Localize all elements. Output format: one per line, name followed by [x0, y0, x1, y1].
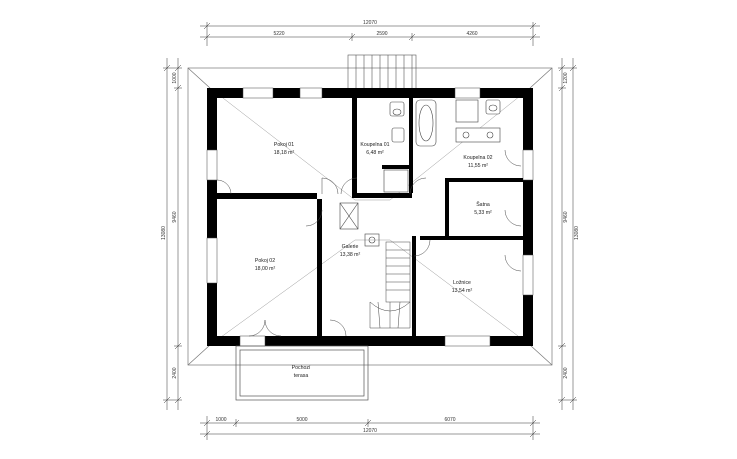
room-pokoj02-name: Pokoj 02 [255, 258, 275, 264]
staircase [369, 241, 411, 329]
dim-left-bottom: 2400 [172, 367, 178, 378]
room-koupelna02-area: 11,55 m² [468, 163, 488, 169]
dim-right-top: 1200 [563, 72, 569, 83]
dim-top-seg-1: 5220 [273, 31, 284, 37]
terrace-label-line1: Pochozí [292, 365, 311, 371]
room-koupelna02-name: Koupelna 02 [463, 155, 492, 161]
room-koupelna01-name: Koupelna 01 [360, 142, 389, 148]
room-pokoj01-name: Pokoj 01 [274, 142, 294, 148]
roof-stairs [347, 54, 417, 92]
dim-right-outer: 13080 [574, 226, 580, 240]
terrace-label-line2: terasa [294, 373, 309, 379]
interior-walls [217, 98, 523, 336]
window-openings [206, 87, 534, 347]
terrace [235, 345, 369, 401]
left-dimension-lines [163, 58, 182, 410]
dim-left-outer: 13080 [161, 226, 167, 240]
room-koupelna01-area: 6,48 m² [366, 150, 384, 156]
right-dimension-lines [558, 58, 577, 410]
galerie-details [339, 202, 380, 247]
dim-top-seg-3: 4260 [466, 31, 477, 37]
dim-right-mid: 9460 [563, 211, 569, 222]
roof-outline [187, 67, 553, 366]
exterior-walls [207, 88, 533, 346]
dim-bottom-total: 12070 [363, 428, 377, 434]
dim-bottom-seg-3: 6070 [444, 417, 455, 423]
room-galerie-name: Galerie [342, 244, 359, 250]
bottom-dimension-lines [200, 416, 540, 440]
room-galerie-area: 13,38 m² [340, 252, 361, 258]
dim-right-bottom: 2400 [563, 367, 569, 378]
dim-left-top: 1000 [172, 72, 178, 83]
room-loznice-area: 13,54 m² [452, 288, 473, 294]
dim-top-seg-2: 2590 [376, 31, 387, 37]
dim-left-mid: 9460 [172, 211, 178, 222]
bathroom-fixtures [383, 99, 501, 193]
room-loznice-name: Ložnice [453, 280, 471, 286]
dim-bottom-seg-1: 1000 [215, 417, 226, 423]
door-swings [216, 149, 522, 337]
room-pokoj01-area: 18,18 m² [274, 150, 295, 156]
room-satna-area: 5,33 m² [474, 210, 492, 216]
dim-top-total: 12070 [363, 20, 377, 26]
room-pokoj02-area: 18,00 m² [255, 266, 276, 272]
room-satna-name: Šatna [476, 201, 490, 208]
top-dimension-lines [200, 22, 540, 46]
dim-bottom-seg-2: 5000 [296, 417, 307, 423]
